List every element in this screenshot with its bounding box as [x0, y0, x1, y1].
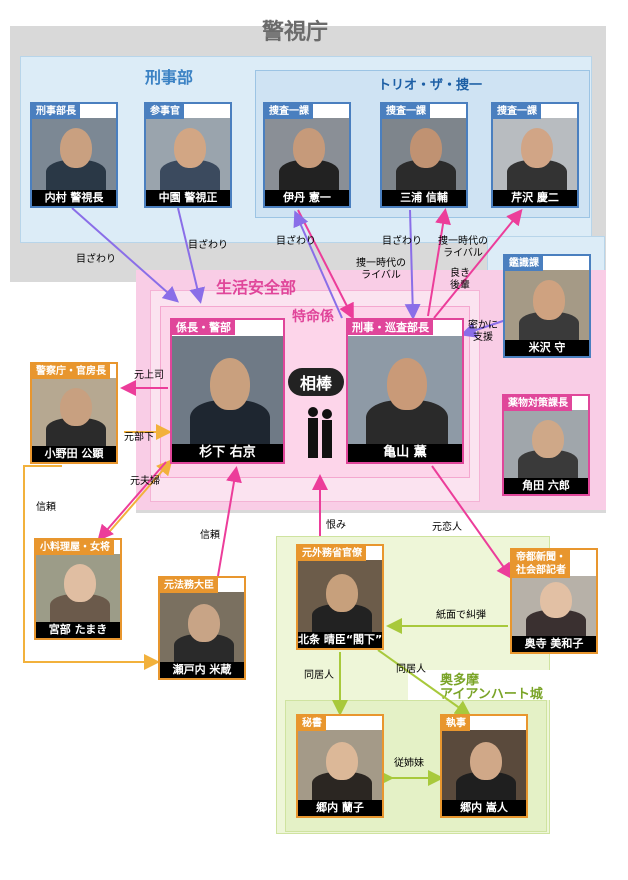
name-yonezawa: 米沢 守 — [505, 340, 589, 356]
keijibu-title: 刑事部 — [145, 68, 194, 87]
card-itami[interactable]: 捜査一課 伊丹 憲一 — [263, 102, 351, 208]
relation-shinrai-2: 信頼 — [200, 530, 220, 541]
seikatsu-title: 生活安全部 — [216, 278, 297, 297]
name-gounai-takato: 郷内 嵩人 — [442, 800, 526, 816]
arrow-sugishita-miyabe — [97, 461, 167, 542]
card-gounai-takato[interactable]: 執事 郷内 嵩人 — [440, 714, 528, 818]
role-okudera: 帝都新聞・ 社会部記者 — [512, 550, 570, 578]
role-kameyama: 刑事・巡査部長 — [348, 320, 433, 335]
role-miura: 捜査一課 — [382, 104, 430, 119]
relation-mezawari-2: 目ざわり — [188, 240, 228, 251]
name-sugishita: 杉下 右京 — [172, 444, 283, 462]
relation-dokyonin-1: 同居人 — [304, 670, 334, 681]
card-hojo[interactable]: 元外務省官僚 北条 晴臣“閣下” — [296, 544, 384, 650]
card-miyabe[interactable]: 小料理屋・女将 宮部 たまき — [34, 538, 122, 640]
duo-silhouette-icon — [300, 404, 340, 460]
role-hojo: 元外務省官僚 — [298, 546, 366, 561]
role-sugishita: 係長・警部 — [172, 320, 235, 335]
role-gounai-takato: 執事 — [442, 716, 470, 731]
name-onoda: 小野田 公顕 — [32, 446, 116, 462]
relation-itoko: 従姉妹 — [394, 758, 424, 769]
arrow-miura-kameyama — [404, 209, 421, 320]
arrow-kameyama-itami — [293, 210, 343, 319]
card-sugishita[interactable]: 係長・警部 杉下 右京 — [170, 318, 285, 464]
card-uchimura[interactable]: 刑事部長 内村 警視長 — [30, 102, 118, 208]
relation-shien: 密かに 支援 — [468, 320, 498, 343]
relation-mezawari-1: 目ざわり — [76, 254, 116, 265]
role-onoda: 警察庁・官房長 — [32, 364, 110, 379]
role-itami: 捜査一課 — [265, 104, 313, 119]
name-kameyama: 亀山 薫 — [348, 444, 462, 462]
card-kameyama[interactable]: 刑事・巡査部長 亀山 薫 — [346, 318, 464, 464]
name-okudera: 奥寺 美和子 — [512, 636, 596, 652]
role-serizawa: 捜査一課 — [493, 104, 541, 119]
arrow-kameyama-okudera — [431, 465, 513, 580]
name-uchimura: 内村 警視長 — [32, 190, 116, 206]
trio-title: トリオ・ザ・捜一 — [378, 78, 483, 93]
arrow-itami-kameyama — [297, 209, 354, 320]
role-setouchi: 元法務大臣 — [160, 578, 218, 593]
card-serizawa[interactable]: 捜査一課 芹沢 慶二 — [491, 102, 579, 208]
role-kakuta: 薬物対策課長 — [504, 396, 572, 411]
relation-rival-2: 捜一時代の ライバル — [438, 236, 488, 259]
role-gounai-ranko: 秘書 — [298, 716, 326, 731]
name-nakazono: 中園 警視正 — [146, 190, 230, 206]
card-yonezawa[interactable]: 鑑識課 米沢 守 — [503, 254, 591, 358]
card-okudera[interactable]: 帝都新聞・ 社会部記者 奥寺 美和子 — [510, 548, 598, 654]
photo-sugishita — [172, 336, 283, 462]
card-onoda[interactable]: 警察庁・官房長 小野田 公顕 — [30, 362, 118, 464]
role-miyabe: 小料理屋・女将 — [36, 540, 114, 555]
name-miura: 三浦 信輔 — [382, 190, 466, 206]
arrow-setouchi-sugishita — [217, 466, 242, 577]
tokumei-title: 特命係 — [292, 309, 334, 325]
arrow-nakazono-sugishita — [177, 207, 205, 304]
relation-dokyonin-2: 同居人 — [396, 664, 426, 675]
relation-mezawari-3: 目ざわり — [276, 236, 316, 247]
card-setouchi[interactable]: 元法務大臣 瀬戸内 米蔵 — [158, 576, 246, 680]
okutama-notch — [408, 670, 551, 700]
name-hojo: 北条 晴臣“閣下” — [298, 632, 383, 648]
role-nakazono: 参事官 — [146, 104, 184, 119]
name-gounai-ranko: 郷内 蘭子 — [298, 800, 382, 816]
relation-motokoibito: 元恋人 — [432, 522, 462, 533]
okutama-title: 奥多摩 アイアンハート城 — [440, 673, 543, 702]
relation-rival-1: 捜一時代の ライバル — [356, 258, 406, 281]
relation-shimen: 紙面で糾弾 — [436, 610, 486, 621]
arrow-kameyama-serizawa — [433, 208, 523, 319]
card-kakuta[interactable]: 薬物対策課長 角田 六郎 — [502, 394, 590, 496]
arrow-kameyama-miura — [427, 208, 451, 317]
relation-motofufu: 元夫婦 — [130, 476, 160, 487]
relation-motojoshi: 元上司 — [134, 370, 164, 381]
arrow-uchimura-sugishita — [71, 207, 179, 303]
name-setouchi: 瀬戸内 米蔵 — [160, 662, 244, 678]
arrow-yonezawa-kameyama — [460, 319, 507, 338]
card-nakazono[interactable]: 参事官 中園 警視正 — [144, 102, 232, 208]
role-uchimura: 刑事部長 — [32, 104, 80, 119]
name-miyabe: 宮部 たまき — [36, 622, 120, 638]
aibou-label: 相棒 — [299, 374, 332, 393]
card-gounai-ranko[interactable]: 秘書 郷内 蘭子 — [296, 714, 384, 818]
relation-urami: 恨み — [326, 520, 346, 531]
name-serizawa: 芹沢 慶二 — [493, 190, 577, 206]
card-miura[interactable]: 捜査一課 三浦 信輔 — [380, 102, 468, 208]
relation-motobuka: 元部下 — [124, 432, 154, 443]
relation-mezawari-4: 目ざわり — [382, 236, 422, 247]
arrow-onoda-setouchi — [23, 465, 160, 670]
keishicho-title: 警視庁 — [262, 20, 329, 45]
photo-kameyama — [348, 336, 462, 462]
relation-kohai: 良き 後輩 — [450, 268, 470, 291]
arrow-miyabe-sugishita — [103, 458, 173, 539]
arrow-hojo-takato — [377, 649, 472, 717]
aibou-badge — [288, 368, 344, 396]
name-kakuta: 角田 六郎 — [504, 478, 588, 494]
relation-shinrai-1: 信頼 — [36, 502, 56, 513]
role-yonezawa: 鑑識課 — [505, 256, 543, 271]
name-itami: 伊丹 憲一 — [265, 190, 349, 206]
